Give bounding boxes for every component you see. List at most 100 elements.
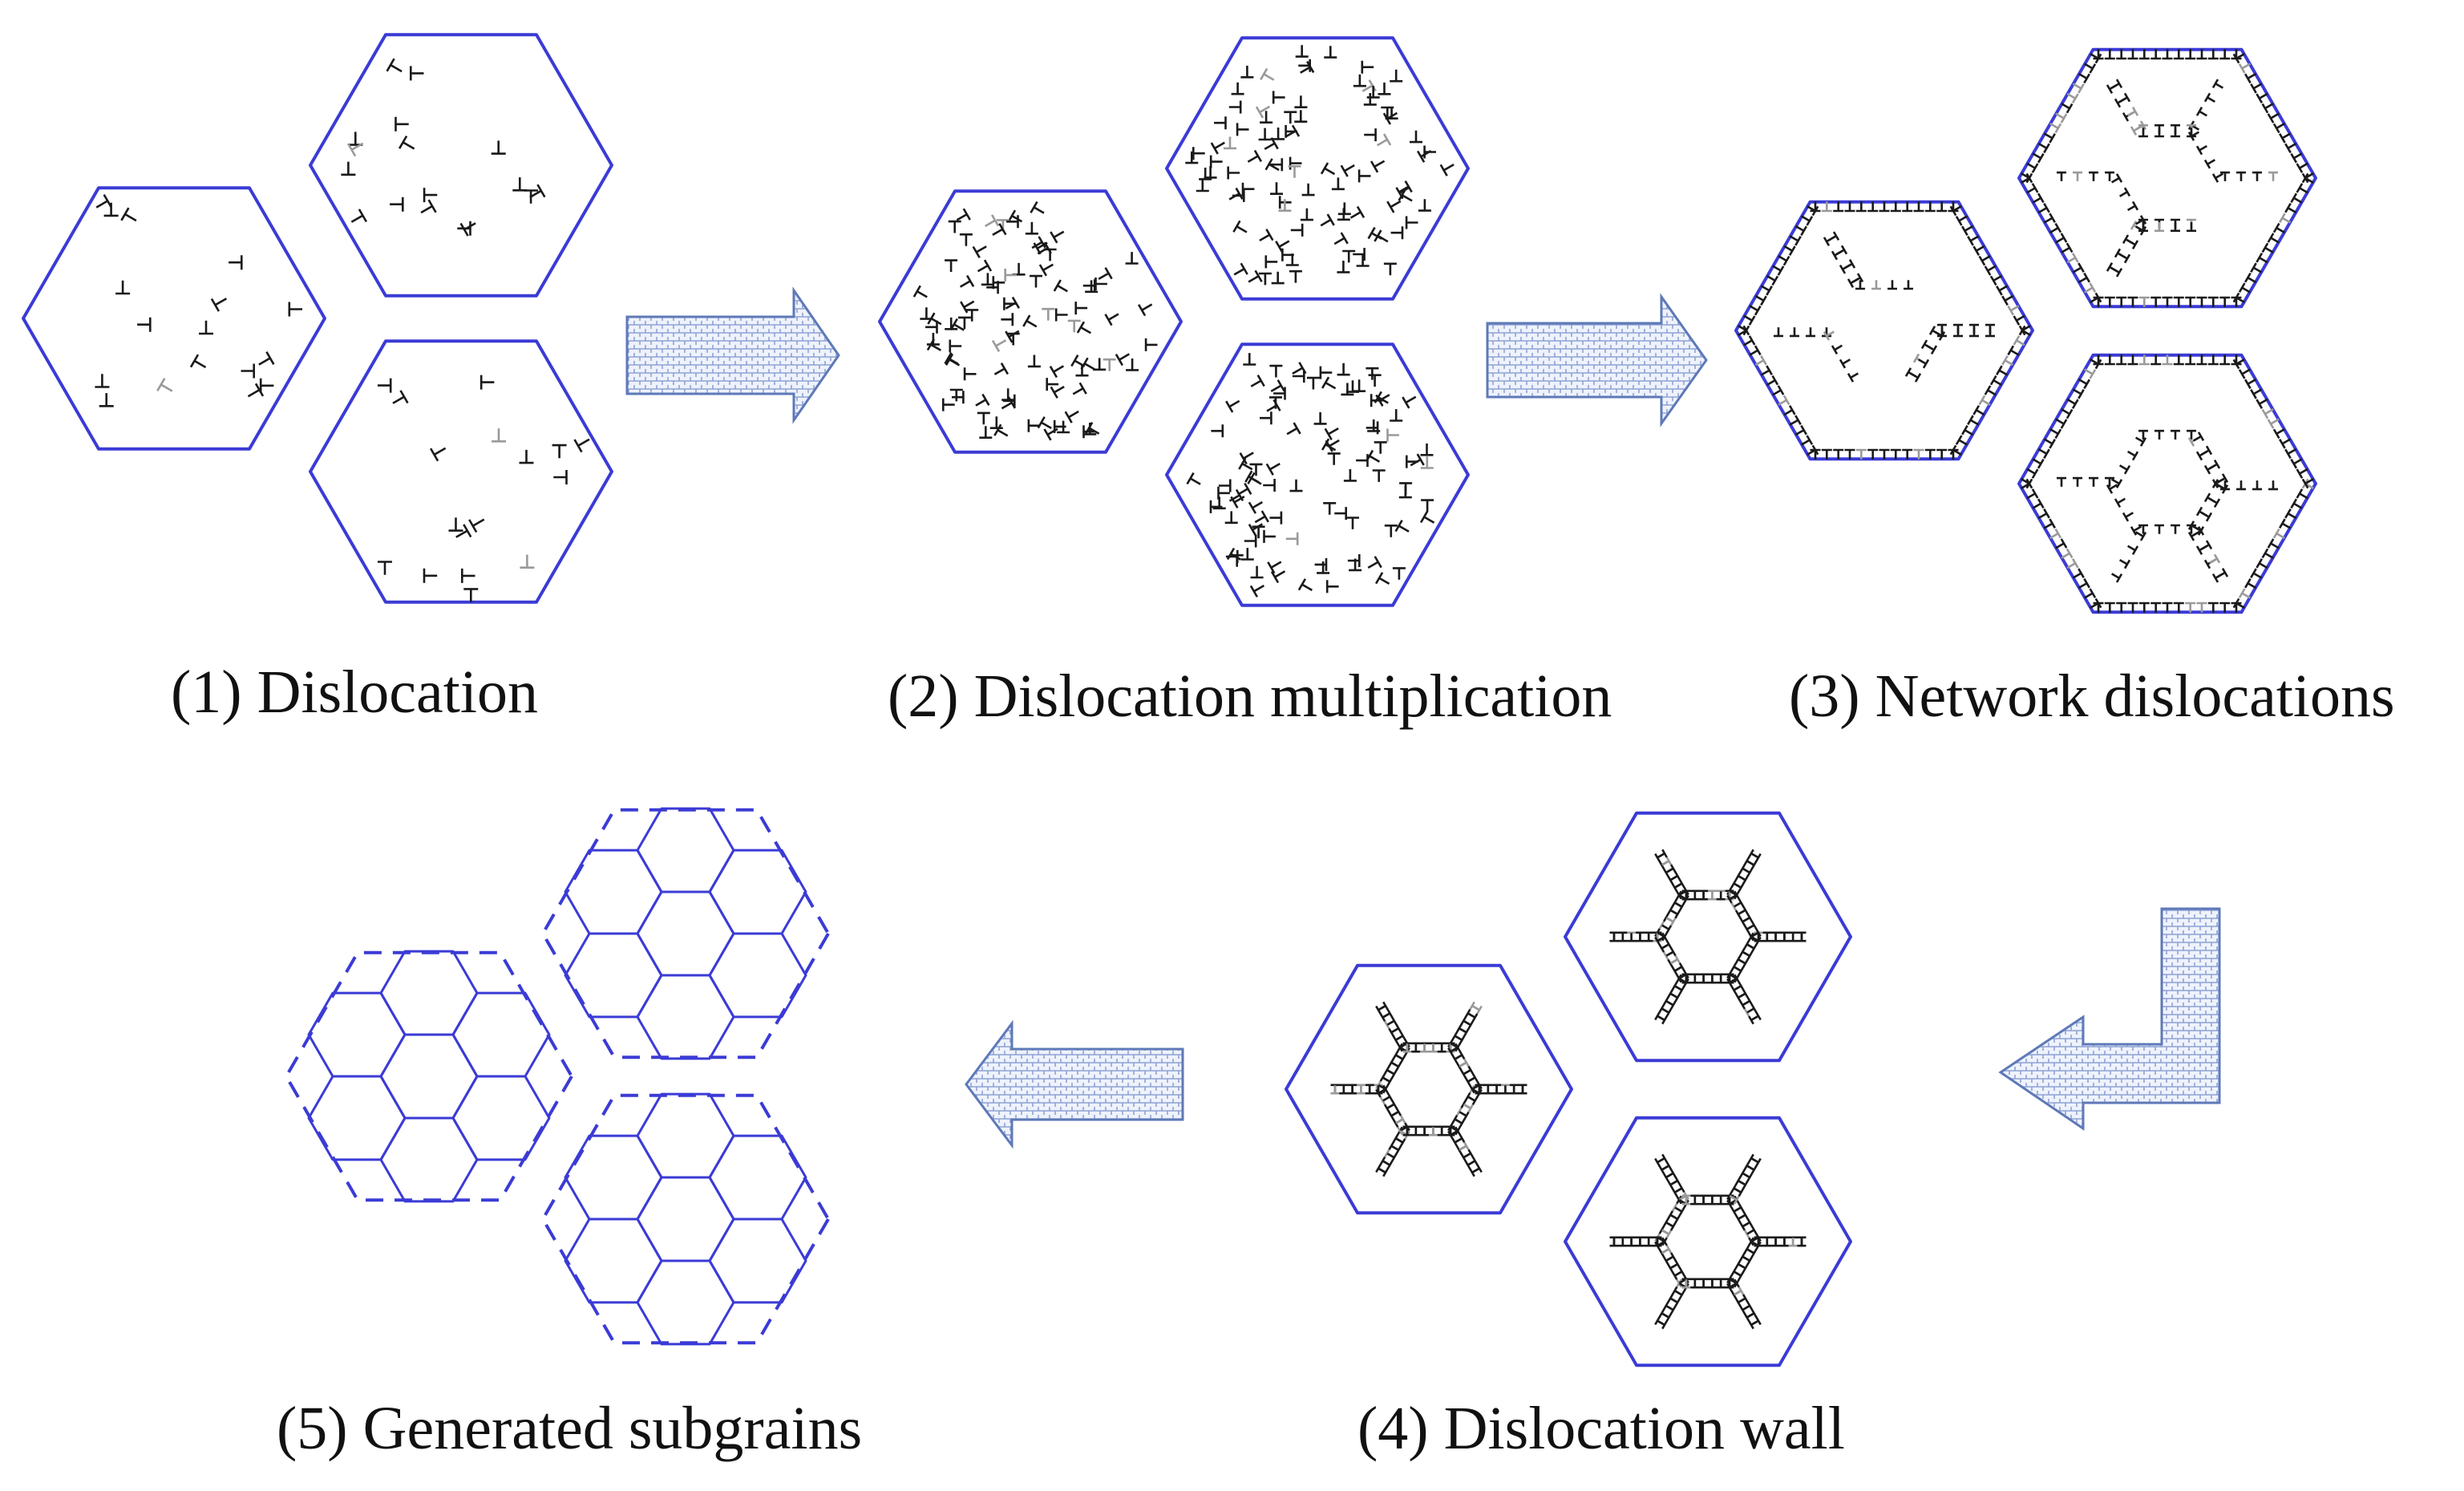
dislocation-symbol (1760, 285, 1773, 296)
dislocation-symbol (1025, 221, 1038, 235)
dislocation-symbol (1879, 448, 1890, 460)
dislocation-symbol (1386, 1100, 1398, 1109)
dislocation-symbol (1273, 387, 1286, 400)
dislocation-symbol (2078, 577, 2090, 590)
dislocation-symbol (1410, 130, 1422, 144)
dislocation-symbol (1509, 1085, 1519, 1095)
dislocation-symbol (1346, 517, 1359, 529)
dislocation-symbol (1738, 1294, 1749, 1303)
dislocation-symbol (1272, 127, 1285, 140)
dislocation-symbol (2037, 142, 2050, 154)
dislocation-symbol (491, 140, 506, 155)
grain-boundary (1285, 963, 1573, 1215)
dislocation-symbol (912, 285, 928, 298)
dislocation-symbol (1471, 1005, 1483, 1015)
dislocation-symbol (468, 518, 485, 533)
dislocation-symbol (1707, 974, 1717, 984)
dislocation-symbol (1398, 485, 1412, 499)
dislocation-symbol (1002, 394, 1016, 407)
dislocation-symbol (390, 197, 404, 212)
stage-5-generated-subgrains (285, 807, 830, 1346)
dislocation-symbol (2078, 72, 2090, 84)
dislocation-symbol (1098, 267, 1113, 281)
caption-stage-2: (2) Dislocation multiplication (888, 662, 1612, 730)
dislocation-symbol (1284, 111, 1297, 124)
dislocation-symbol (1137, 303, 1153, 317)
dislocation-symbol (2122, 512, 2134, 522)
dislocation-symbol (2185, 602, 2196, 613)
dislocation-symbol (1967, 415, 1980, 426)
dislocation-symbol (1398, 188, 1413, 202)
dislocation-symbol (1949, 205, 1962, 217)
dislocation-symbol (2196, 355, 2207, 366)
dislocation-symbol (2138, 602, 2150, 613)
dislocation-symbol (2138, 524, 2148, 534)
dislocation-symbol (2110, 173, 2123, 184)
dislocation-symbol (1030, 274, 1042, 288)
dislocation-symbol (2208, 459, 2221, 470)
dislocation-symbol (1797, 933, 1807, 942)
dislocation-symbol (1337, 260, 1350, 273)
dislocation-symbol (1319, 366, 1333, 379)
dislocation-symbol (1012, 262, 1026, 276)
dislocation-symbol (2118, 253, 2131, 264)
dislocation-symbol (2032, 152, 2045, 164)
dislocation-symbol (1300, 60, 1315, 74)
dislocation-symbol (2173, 355, 2184, 366)
dislocation-symbol (552, 444, 567, 459)
dislocation-symbol (1313, 412, 1327, 425)
dislocation-symbol (2049, 122, 2062, 134)
dislocation-symbol (1232, 220, 1248, 233)
dislocation-symbol (1459, 1058, 1470, 1068)
dislocation-symbol (1955, 215, 1968, 226)
dislocation-symbol (2296, 162, 2308, 173)
dislocation-symbol (241, 363, 256, 379)
dislocation-symbol (1674, 901, 1685, 912)
dislocation-symbol (1762, 933, 1772, 942)
dislocation-symbol (1252, 525, 1265, 539)
dislocation-symbol (1212, 496, 1226, 510)
dislocation-symbol (1334, 507, 1347, 521)
dislocation-symbol (2026, 488, 2039, 500)
dislocation-symbol (2150, 296, 2162, 307)
dislocation-symbol (1661, 856, 1673, 866)
dislocation-symbol (2104, 355, 2115, 366)
dislocation-symbol (1807, 444, 1819, 456)
dislocation-symbol (1104, 313, 1119, 326)
dislocation-symbol (2126, 239, 2139, 249)
dislocation-symbol (2196, 602, 2207, 613)
dislocation-symbol (1292, 362, 1307, 375)
dislocation-symbol (1275, 240, 1290, 253)
dislocation-symbol (2061, 548, 2074, 559)
dislocation-symbol (1690, 1196, 1700, 1205)
dislocation-symbol (2301, 478, 2314, 489)
subgrain-boundary (564, 1218, 663, 1304)
dislocation-symbol (1833, 201, 1844, 213)
dislocation-symbol (2256, 92, 2268, 103)
dislocation-symbol (1411, 1043, 1421, 1053)
dislocation-symbol (1294, 95, 1308, 108)
dislocation-symbol (1766, 274, 1779, 286)
dislocation-symbol (199, 320, 213, 335)
dislocation-symbol (993, 423, 1009, 437)
dislocation-symbol (1378, 1084, 1389, 1094)
dislocation-symbol (459, 222, 476, 237)
dislocation-symbol (1366, 421, 1379, 435)
dislocation-symbol (1674, 985, 1685, 995)
dislocation-symbol (1325, 580, 1339, 594)
dislocation-symbol (1361, 60, 1374, 74)
dislocation-symbol (1233, 262, 1248, 276)
grain-boundary (1564, 811, 1852, 1063)
dislocation-symbol (949, 318, 965, 331)
dislocation-symbol (1699, 1196, 1709, 1205)
dislocation-symbol (1913, 201, 1924, 213)
dislocation-symbol (1635, 933, 1645, 942)
dislocation-symbol (2200, 445, 2213, 456)
subgrain-boundary (636, 807, 735, 893)
dislocation-symbol (1738, 958, 1749, 968)
dislocation-symbol (1661, 1007, 1673, 1018)
dislocation-symbol (1831, 344, 1843, 355)
dislocation-symbol (1475, 1085, 1484, 1095)
subgrain-boundary (708, 1218, 807, 1304)
